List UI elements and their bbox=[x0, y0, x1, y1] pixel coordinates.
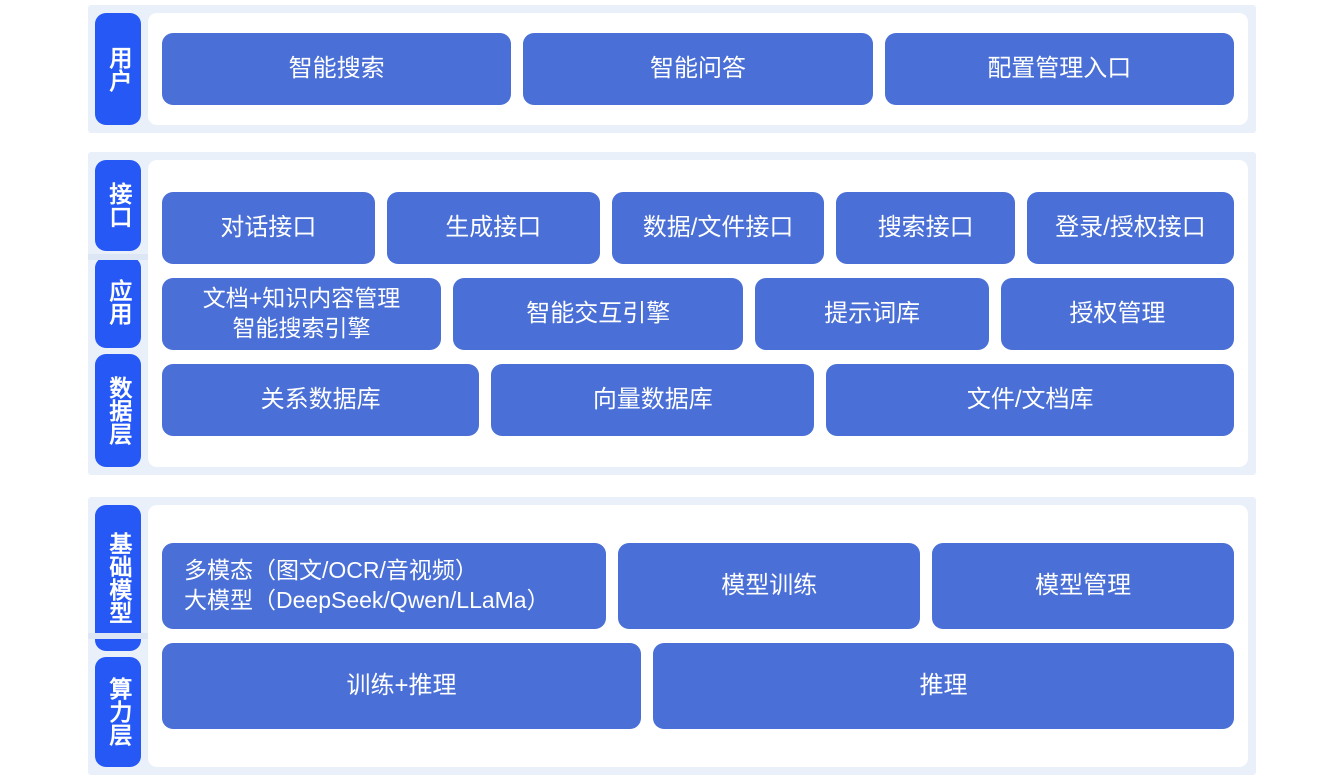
rail-user: 用户 bbox=[88, 5, 148, 133]
panel-user: 智能搜索 智能问答 配置管理入口 bbox=[148, 13, 1248, 125]
layer-tab-data[interactable]: 数据层 bbox=[95, 353, 141, 467]
row-application: 文档+知识内容管理 智能搜索引擎 智能交互引擎 提示词库 授权管理 bbox=[162, 277, 1234, 350]
card-model-training[interactable]: 模型训练 bbox=[618, 543, 921, 629]
card-data-file-api[interactable]: 数据/文件接口 bbox=[611, 191, 825, 264]
layer-tab-interface[interactable]: 接口 bbox=[95, 160, 141, 251]
card-config-management-entry[interactable]: 配置管理入口 bbox=[884, 33, 1234, 105]
card-smart-interaction-engine[interactable]: 智能交互引擎 bbox=[453, 277, 744, 350]
panel-middle: 对话接口 生成接口 数据/文件接口 搜索接口 登录/授权接口 文档+知识内容管理… bbox=[148, 160, 1248, 467]
card-prompt-library[interactable]: 提示词库 bbox=[755, 277, 989, 350]
card-training-inference[interactable]: 训练+推理 bbox=[162, 643, 642, 729]
card-dialog-api[interactable]: 对话接口 bbox=[162, 191, 375, 264]
card-login-auth-api[interactable]: 登录/授权接口 bbox=[1026, 191, 1234, 264]
card-inference[interactable]: 推理 bbox=[653, 643, 1234, 729]
section-middle: 接口 应用 数据层 对话接口 生成接口 数据/文件接口 搜索接口 登录/授权接口… bbox=[88, 152, 1256, 475]
layer-tab-compute[interactable]: 算力层 bbox=[95, 656, 141, 767]
row-compute: 训练+推理 推理 bbox=[162, 643, 1234, 729]
card-relational-database[interactable]: 关系数据库 bbox=[162, 363, 480, 436]
card-doc-knowledge-management[interactable]: 文档+知识内容管理 智能搜索引擎 bbox=[162, 277, 442, 350]
layer-tab-application[interactable]: 应用 bbox=[95, 256, 141, 348]
card-multimodal-large-model[interactable]: 多模态（图文/OCR/音视频） 大模型（DeepSeek/Qwen/LLaMa） bbox=[162, 543, 607, 629]
rail-divider-2 bbox=[88, 633, 148, 639]
card-authorization-management[interactable]: 授权管理 bbox=[1000, 277, 1234, 350]
card-smart-search[interactable]: 智能搜索 bbox=[162, 33, 512, 105]
rail-middle: 接口 应用 数据层 bbox=[88, 152, 148, 475]
card-search-api[interactable]: 搜索接口 bbox=[836, 191, 1015, 264]
card-file-document-store[interactable]: 文件/文档库 bbox=[826, 363, 1234, 436]
section-bottom: 基础模型 算力层 多模态（图文/OCR/音视频） 大模型（DeepSeek/Qw… bbox=[88, 497, 1256, 775]
row-data: 关系数据库 向量数据库 文件/文档库 bbox=[162, 363, 1234, 436]
card-smart-qa[interactable]: 智能问答 bbox=[523, 33, 873, 105]
layer-tab-foundation-model[interactable]: 基础模型 bbox=[95, 505, 141, 651]
rail-bottom: 基础模型 算力层 bbox=[88, 497, 148, 775]
layer-tab-user[interactable]: 用户 bbox=[95, 13, 141, 125]
panel-bottom: 多模态（图文/OCR/音视频） 大模型（DeepSeek/Qwen/LLaMa）… bbox=[148, 505, 1248, 767]
row-user-entries: 智能搜索 智能问答 配置管理入口 bbox=[162, 33, 1234, 105]
card-generation-api[interactable]: 生成接口 bbox=[386, 191, 600, 264]
row-model: 多模态（图文/OCR/音视频） 大模型（DeepSeek/Qwen/LLaMa）… bbox=[162, 543, 1234, 629]
card-vector-database[interactable]: 向量数据库 bbox=[491, 363, 815, 436]
section-user: 用户 智能搜索 智能问答 配置管理入口 bbox=[88, 5, 1256, 133]
rail-divider-1 bbox=[88, 254, 148, 260]
row-interface: 对话接口 生成接口 数据/文件接口 搜索接口 登录/授权接口 bbox=[162, 191, 1234, 264]
card-model-management[interactable]: 模型管理 bbox=[932, 543, 1234, 629]
